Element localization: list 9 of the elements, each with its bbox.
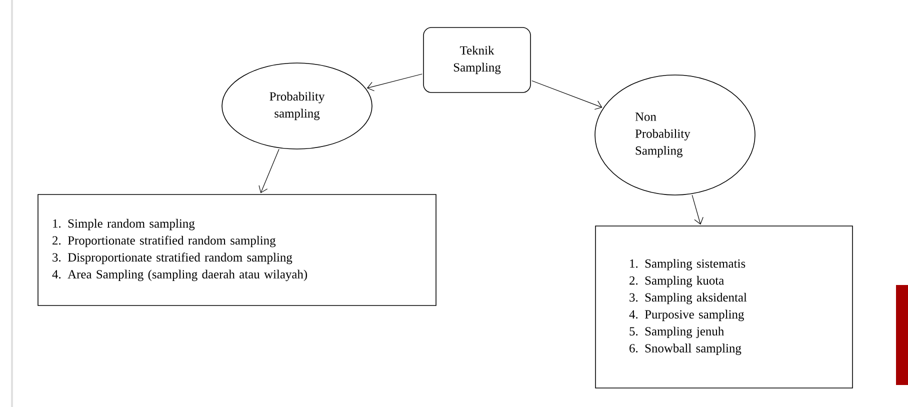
ellipse-node: Non Probability Sampling [594,74,756,196]
ellipse-node: Probability sampling [222,62,372,150]
list-box: 1. Simple random sampling 2. Proportionate stratified random sampling 3. Disproportionate stratified random sampling 4. Area Sampling (sampling daerah atau wilayah) [38,194,436,306]
arrow [366,74,422,92]
arrow [258,148,280,194]
rounded-box: Teknik Sampling [423,27,531,93]
arrow [532,80,602,110]
arrow [692,194,704,225]
list-box: 1. Sampling sistematis 2. Sampling kuota 3. Sampling aksidental 4. Purposive sampling 5. Sampling jenuh 6. Snowball sampling [595,226,853,388]
